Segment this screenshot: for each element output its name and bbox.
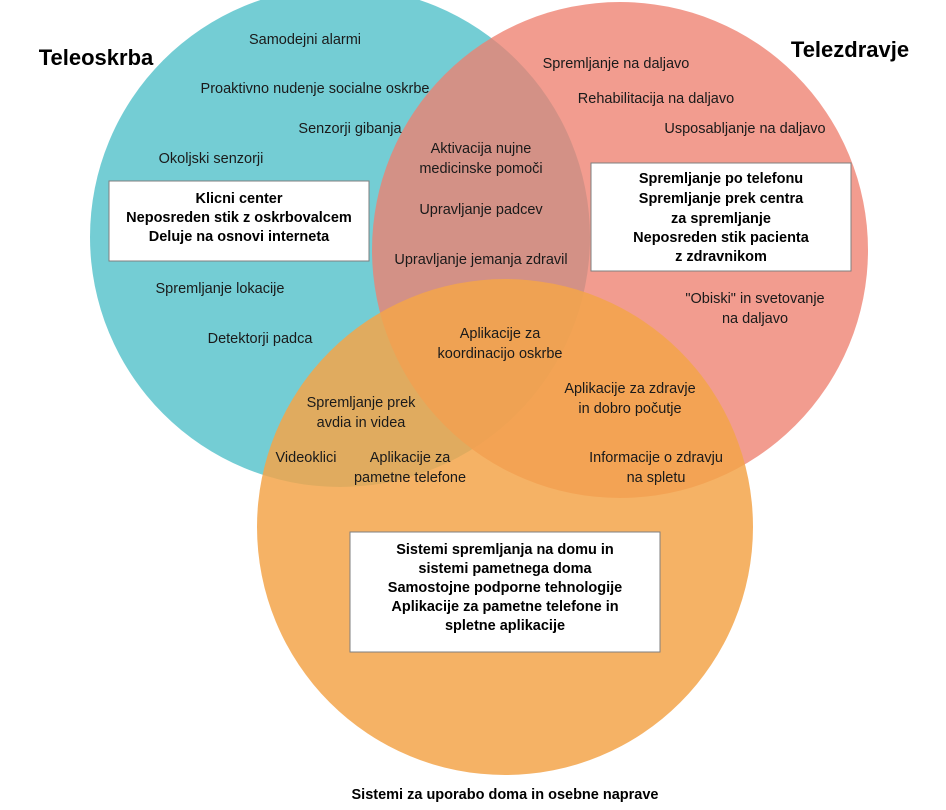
teleoskrba-box-line: Deluje na osnovi interneta xyxy=(149,229,330,245)
item-fall-management: Upravljanje padcev xyxy=(419,202,543,218)
home-box-line: spletne aplikacije xyxy=(445,618,565,634)
home-box-line: sistemi pametnega doma xyxy=(418,561,592,577)
item-care-coordination-apps: Aplikacije za xyxy=(460,326,542,342)
telezdravje-box-line: Spremljanje prek centra xyxy=(639,191,804,207)
telezdravje-box-line: Spremljanje po telefonu xyxy=(639,171,803,187)
item-motion-sensors: Senzorji gibanja xyxy=(298,121,402,137)
teleoskrba-box xyxy=(108,180,370,262)
item-smartphone-apps: Aplikacije za xyxy=(370,450,452,466)
item-emergency-activation: medicinske pomoči xyxy=(419,161,542,177)
item-remote-training: Usposabljanje na daljavo xyxy=(664,121,825,137)
item-video-calls: Videoklici xyxy=(276,450,337,466)
telezdravje-title: Telezdravje xyxy=(791,37,909,62)
item-remote-visits: "Obiski" in svetovanje xyxy=(685,291,824,307)
item-audio-video-monitoring: Spremljanje prek xyxy=(307,395,417,411)
item-audio-video-monitoring: avdia in videa xyxy=(317,415,407,431)
teleoskrba-title: Teleoskrba xyxy=(39,45,154,70)
home-box-line: Aplikacije za pametne telefone in xyxy=(391,599,618,615)
item-remote-monitoring: Spremljanje na daljavo xyxy=(543,56,690,72)
item-care-coordination-apps: koordinacijo oskrbe xyxy=(438,346,563,362)
item-remote-rehabilitation: Rehabilitacija na daljavo xyxy=(578,91,734,107)
item-fall-detectors: Detektorji padca xyxy=(208,331,314,347)
home-box xyxy=(349,531,661,653)
telezdravje-box-line: za spremljanje xyxy=(671,211,771,227)
item-medication-management: Upravljanje jemanja zdravil xyxy=(394,252,567,268)
item-smartphone-apps: pametne telefone xyxy=(354,470,466,486)
item-wellbeing-apps: in dobro počutje xyxy=(578,401,681,417)
item-proactive-social-care: Proaktivno nudenje socialne oskrbe xyxy=(201,81,430,97)
home-box-line: Sistemi spremljanja na domu in xyxy=(396,542,614,558)
item-environment-sensors: Okoljski senzorji xyxy=(159,151,264,167)
item-emergency-activation: Aktivacija nujne xyxy=(431,141,532,157)
item-wellbeing-apps: Aplikacije za zdravje xyxy=(564,381,695,397)
teleoskrba-box-line: Neposreden stik z oskrbovalcem xyxy=(126,210,352,226)
telezdravje-box xyxy=(590,162,852,272)
teleoskrba-box-line: Klicni center xyxy=(195,191,282,207)
telezdravje-box-line: Neposreden stik pacienta xyxy=(633,230,810,246)
item-location-monitoring: Spremljanje lokacije xyxy=(156,281,285,297)
item-online-health-info: na spletu xyxy=(627,470,686,486)
item-automatic-alarms: Samodejni alarmi xyxy=(249,32,361,48)
item-remote-visits: na daljavo xyxy=(722,311,788,327)
telezdravje-box-line: z zdravnikom xyxy=(675,249,767,265)
home-box-line: Samostojne podporne tehnologije xyxy=(388,580,622,596)
home-title: Sistemi za uporabo doma in osebne naprav… xyxy=(352,787,659,803)
item-online-health-info: Informacije o zdravju xyxy=(589,450,723,466)
